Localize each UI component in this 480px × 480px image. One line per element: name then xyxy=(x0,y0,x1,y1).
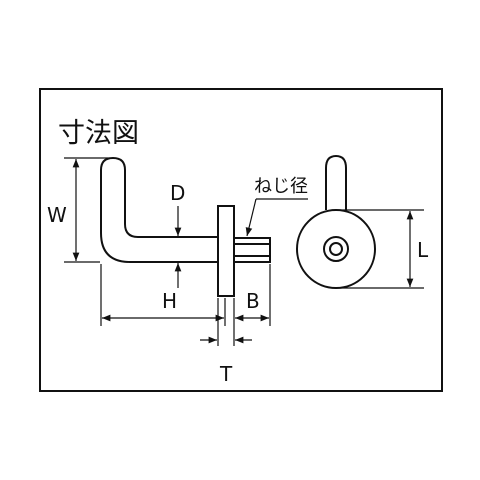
hook-side-view xyxy=(100,156,271,297)
drawing-title: 寸法図 xyxy=(58,118,139,149)
label-w: W xyxy=(47,203,67,227)
label-t: T xyxy=(219,362,233,386)
dimension-b xyxy=(233,264,271,326)
label-d: D xyxy=(170,181,185,205)
label-thread-diameter: ねじ径 xyxy=(254,176,308,197)
label-h: H xyxy=(162,289,177,313)
dimension-w xyxy=(64,157,110,263)
dimension-h xyxy=(100,264,226,326)
label-l: L xyxy=(417,238,429,262)
label-b: B xyxy=(246,289,260,313)
thread-leader xyxy=(245,198,308,237)
dimension-t xyxy=(200,298,252,346)
drawing-frame xyxy=(39,88,443,392)
washer-front-view xyxy=(296,154,376,289)
dimension-l xyxy=(340,209,424,289)
